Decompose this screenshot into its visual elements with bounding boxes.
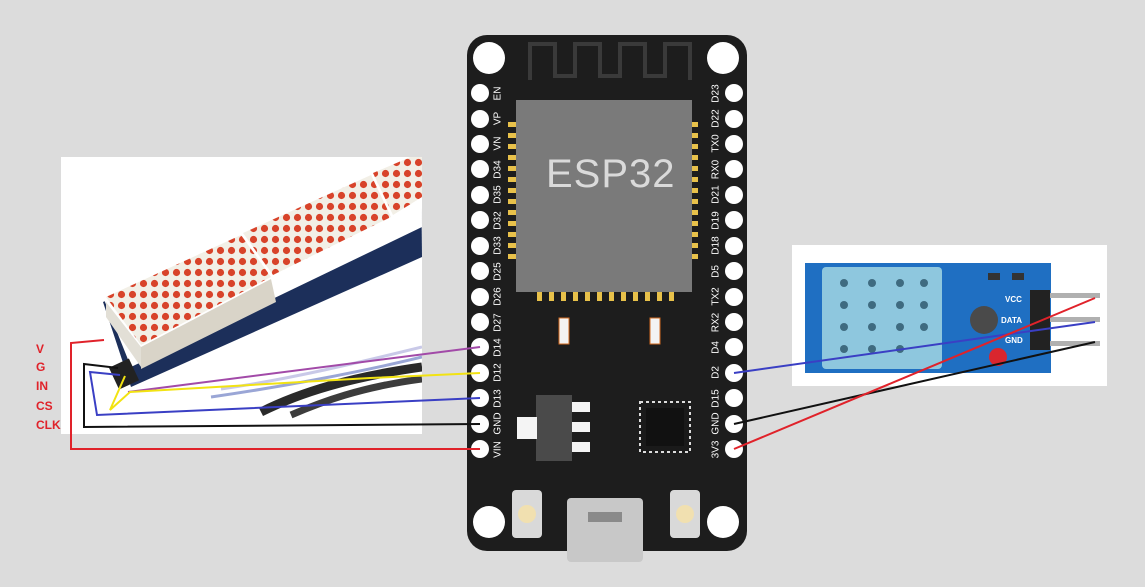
wire-black [83,362,481,429]
esp32-chip [516,100,692,292]
sensor-mount-hole [970,306,998,334]
matrix-block-3 [373,157,422,215]
sensor-vcc-label: VCC [1005,295,1022,304]
dht11-sensor-photo: VCC DATA GND [792,245,1107,386]
matrix-label-v: V [36,342,45,356]
matrix-block-2 [243,175,391,275]
antenna-trace [528,42,692,80]
matrix-illustration [103,157,422,419]
matrix-label-g: G [36,360,46,374]
chip-label: ESP32 [546,152,676,196]
mount-hole-icon [707,42,739,74]
wires [70,297,1096,450]
matrix-label-clk: CLK [36,418,61,432]
max7219-matrix-photo [61,157,422,434]
right-header [725,84,743,458]
matrix-label-in: IN [36,379,48,393]
wire-gnd [733,341,1096,425]
sensor-data-label: DATA [1001,316,1023,325]
wire-blue [88,370,481,417]
mount-hole-icon [473,42,505,74]
wire-purple [127,346,481,393]
left-header [471,84,489,458]
boot-button-cap[interactable] [676,505,694,523]
mount-hole-icon [707,506,739,538]
sensor-illustration [805,263,1100,373]
pin-label-vin: VIN [492,441,504,458]
sensor-housing [822,267,942,369]
matrix-label-cs: CS [36,399,53,413]
usb-port[interactable] [567,498,643,562]
wire-yellow [109,372,481,411]
power-led-icon [989,348,1007,366]
wire-red [70,339,480,450]
wire-vcc [733,297,1096,450]
chip-pads [508,122,698,301]
mount-hole-icon [473,506,505,538]
wire-data [733,321,1096,374]
pin-label-3v3: 3V3 [710,440,722,459]
sensor-gnd-label: GND [1005,336,1023,345]
matrix-block-1 [106,235,271,345]
en-button-cap[interactable] [518,505,536,523]
voltage-regulator [536,395,572,461]
